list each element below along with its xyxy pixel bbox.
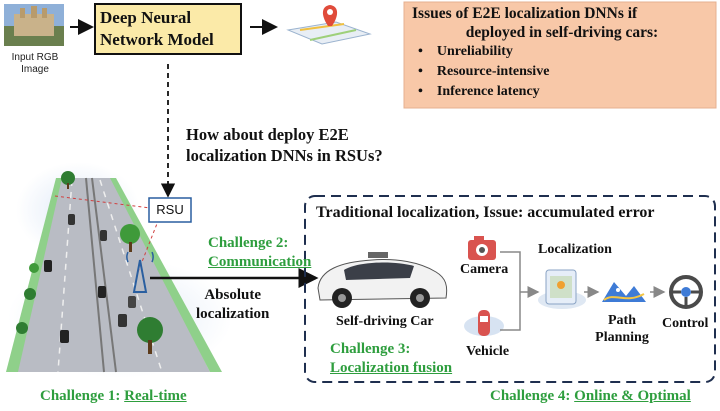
issues-item: • Resource-intensive — [418, 64, 550, 79]
car-label: Self-driving Car — [336, 314, 434, 329]
challenge1-prefix: Challenge 1: — [40, 388, 121, 404]
steering-wheel-icon — [669, 275, 703, 309]
challenge1-label: Challenge 1: Real-time — [40, 388, 187, 405]
input-label-line2: Image — [21, 64, 49, 75]
control-label: Control — [662, 316, 709, 331]
dnn-label: Deep Neural Network Model — [100, 7, 214, 51]
fusion-connector — [500, 251, 521, 331]
challenge3-prefix: Challenge 3: — [330, 341, 411, 357]
localization-label: Localization — [538, 242, 612, 257]
dnn-box — [94, 3, 242, 55]
issues-item: • Unreliability — [418, 44, 513, 59]
path-planning-label: Path Planning — [592, 312, 652, 346]
issues-item: • Inference latency — [418, 84, 540, 99]
absolute-line1: Absolute — [204, 287, 261, 303]
question-line2: localization DNNs in RSUs? — [186, 146, 383, 165]
question-line1: How about deploy E2E — [186, 125, 349, 144]
map-pin-icon — [286, 5, 372, 45]
traditional-title: Traditional localization, Issue: accumul… — [316, 204, 655, 221]
traditional-box — [304, 195, 716, 383]
absolute-localization-label: Absolute localization — [196, 286, 269, 324]
absolute-line2: localization — [196, 306, 270, 322]
input-image-label: Input RGB Image — [4, 52, 66, 76]
road-scene — [6, 162, 232, 378]
dnn-label-line2: Network Model — [100, 30, 214, 49]
issues-box — [403, 1, 717, 109]
localization-icon — [538, 269, 586, 309]
issues-text: Issues of E2E localization DNNs if deplo… — [412, 4, 712, 102]
challenge3-label: Challenge 3: Localization fusion — [330, 340, 452, 378]
path-line2: Planning — [595, 330, 649, 345]
rsu-label: RSU — [156, 202, 184, 217]
rsu-box — [148, 197, 192, 223]
input-label-line1: Input RGB — [11, 52, 59, 63]
issues-title-line1: Issues of E2E localization DNNs if — [412, 5, 638, 22]
question-text: How about deploy E2E localization DNNs i… — [186, 124, 383, 166]
input-image — [4, 4, 64, 46]
vehicle-icon — [464, 310, 504, 336]
camera-icon — [468, 236, 496, 260]
challenge4-label: Challenge 4: Online & Optimal — [490, 388, 691, 405]
challenge4-name: Online & Optimal — [574, 388, 691, 404]
vehicle-label: Vehicle — [466, 344, 510, 359]
issues-list: • Unreliability • Resource-intensive • I… — [418, 42, 712, 102]
challenge1-name: Real-time — [124, 388, 187, 404]
challenge4-prefix: Challenge 4: — [490, 388, 571, 404]
challenge2-prefix: Challenge 2: — [208, 235, 289, 251]
path-planning-icon — [602, 282, 646, 302]
issues-title-line2: deployed in self-driving cars: — [465, 24, 659, 41]
path-line1: Path — [608, 313, 636, 328]
challenge3-name: Localization fusion — [330, 360, 453, 376]
car-icon — [317, 252, 448, 308]
camera-label: Camera — [460, 262, 509, 277]
challenge2-label: Challenge 2: Communication — [208, 234, 311, 272]
dnn-label-line1: Deep Neural — [100, 8, 192, 27]
challenge2-name: Communication — [208, 254, 312, 270]
